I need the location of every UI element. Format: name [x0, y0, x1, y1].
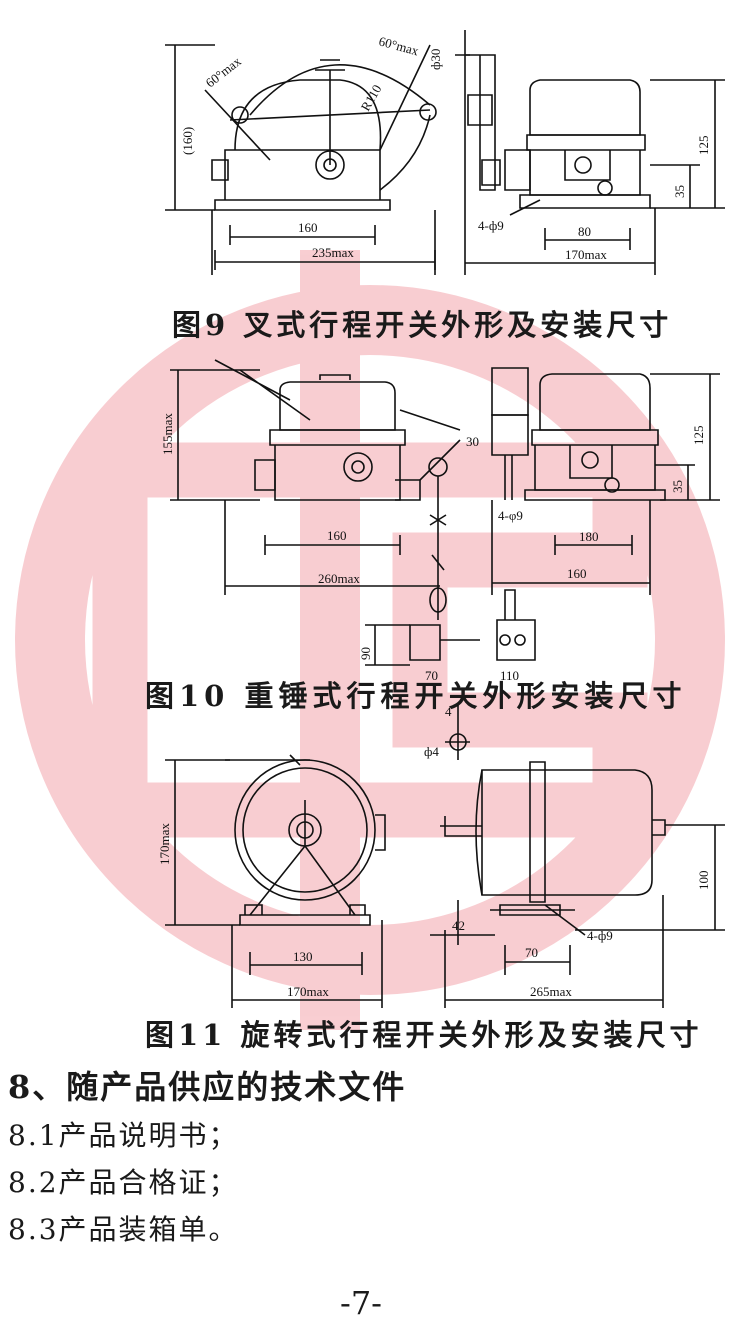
fig10-dim-h90: 90 [358, 647, 373, 660]
section-heading: 8、随产品供应的技术文件 [8, 1068, 407, 1106]
fig11-dim-d42: 42 [452, 918, 465, 933]
fig11-dim-w2: 170max [287, 984, 329, 999]
fig9-dim-h-small: 35 [672, 185, 687, 198]
list-item: 8.3产品装箱单。 [8, 1213, 239, 1246]
fig10-dim-w2: 260max [318, 571, 360, 586]
fig10-dim-h-small: 35 [670, 480, 685, 493]
fig10-dim-h-right: 125 [691, 426, 706, 446]
fig9-dim-phi: ф30 [428, 49, 443, 70]
fig10-dim-w4: 160 [567, 566, 587, 581]
fig11-dim-h100: 100 [696, 871, 711, 891]
fig11-dim-d70: 70 [525, 945, 538, 960]
fig9-dim-w1: 160 [298, 220, 318, 235]
fig11-dim-phi4: ф4 [424, 744, 439, 759]
page-number: -7- [340, 1284, 382, 1322]
fig10-dim-w3: 180 [579, 529, 599, 544]
fig10-dim-d70: 70 [425, 668, 438, 683]
fig10-dim-d110: 110 [500, 668, 519, 683]
fig10-dim-holes: 4-φ9 [498, 508, 523, 523]
fig9-dim-w3: 80 [578, 224, 591, 239]
list-item: 8.1产品说明书； [8, 1119, 239, 1152]
fig10-dim-height: 155max [160, 413, 175, 455]
fig11-dim-holes: 4-ф9 [587, 928, 613, 943]
fig9-dim-w4: 170max [565, 247, 607, 262]
fig10-dim-w1: 160 [327, 528, 347, 543]
fig11-dim-w3: 265max [530, 984, 572, 999]
fig9-dim-h-right: 125 [696, 136, 711, 156]
figure-10-caption: 图10 重锤式行程开关外形安装尺寸 [145, 679, 687, 713]
list-item: 8.2产品合格证； [8, 1166, 239, 1199]
fig11-dim-height: 170max [157, 823, 172, 865]
figure-11-caption: 图11 旋转式行程开关外形及安装尺寸 [145, 1018, 703, 1052]
figure-9-caption: 图9 叉式行程开关外形及安装尺寸 [172, 308, 673, 342]
fig10-dim-d30: 30 [466, 434, 479, 449]
fig9-dim-holes: 4-ф9 [478, 218, 504, 233]
fig9-dim-height: (160) [180, 127, 195, 155]
fig11-dim-d4: 4 [445, 704, 452, 719]
fig9-dim-w2: 235max [312, 245, 354, 260]
fig11-dim-w1: 130 [293, 949, 313, 964]
